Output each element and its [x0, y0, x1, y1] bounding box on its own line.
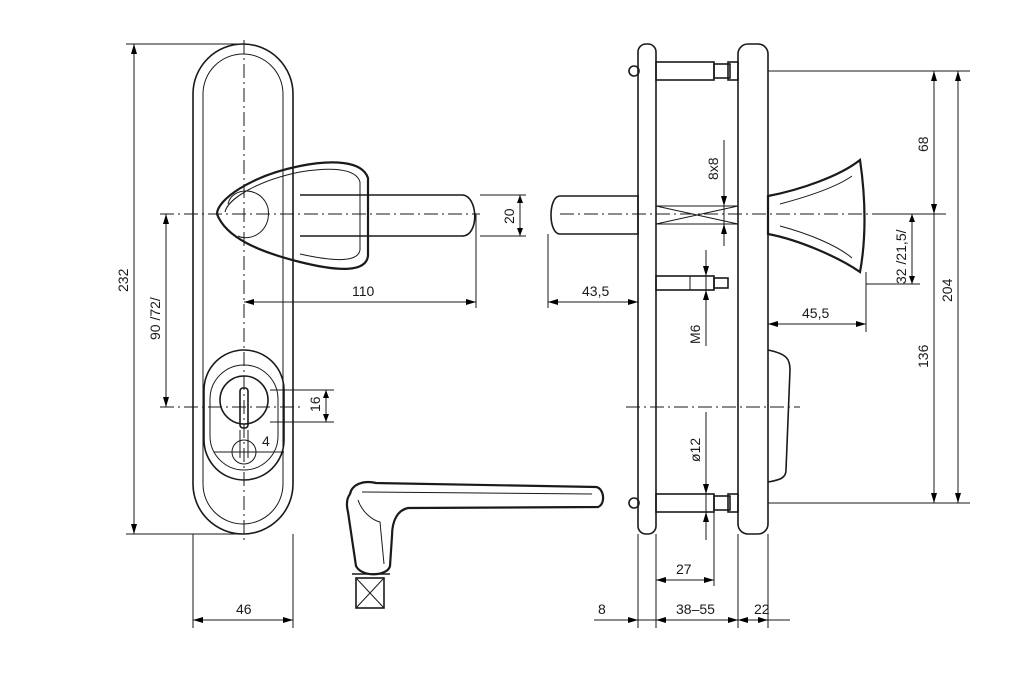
- dim-text-110: 110: [352, 283, 375, 299]
- dim-90: 90 /72/: [147, 214, 169, 407]
- dim-text-46: 46: [236, 601, 252, 617]
- dim-text-232: 232: [115, 268, 131, 292]
- dim-45-5: 45,5: [768, 272, 867, 332]
- dim-text-16: 16: [307, 396, 323, 412]
- dim-thicknesses: 8 38–55 22: [594, 534, 790, 628]
- dim-232: 232: [115, 43, 245, 535]
- dim-46: 46: [192, 534, 294, 628]
- dim-8x8: 8x8: [705, 140, 727, 246]
- dim-text-8: 8: [598, 601, 606, 617]
- front-lever-handle: [215, 161, 476, 270]
- dim-text-136: 136: [915, 344, 931, 368]
- dim-text-45-5: 45,5: [802, 305, 829, 321]
- dim-right-stack: 68 32 /21,5/ 136 204: [768, 70, 970, 504]
- dim-43-5: 43,5: [547, 234, 639, 308]
- dim-text-68: 68: [915, 136, 931, 152]
- dim-text-204: 204: [939, 278, 955, 302]
- dim-text-20: 20: [501, 208, 517, 224]
- dim-text-22: 22: [754, 601, 770, 617]
- dim-text-32: 32 /21,5/: [893, 229, 909, 284]
- lever-isometric: [345, 480, 605, 609]
- dim-text-90: 90 /72/: [147, 297, 163, 340]
- dim-16: 16: [270, 389, 334, 423]
- dim-text-38-55: 38–55: [676, 601, 715, 617]
- dim-4: 4: [214, 430, 284, 458]
- dim-text-m6: M6: [687, 324, 703, 344]
- dim-phi12: ø12: [687, 412, 709, 540]
- dim-m6: M6: [687, 250, 709, 346]
- dim-text-8x8: 8x8: [705, 157, 721, 180]
- dim-text-4: 4: [262, 433, 270, 449]
- dim-text-43-5: 43,5: [582, 283, 609, 299]
- dim-20: 20: [480, 194, 526, 237]
- dim-text-27: 27: [676, 561, 692, 577]
- dim-110: 110: [244, 214, 477, 308]
- dim-text-phi12: ø12: [687, 438, 703, 462]
- dim-27: 27: [656, 512, 715, 586]
